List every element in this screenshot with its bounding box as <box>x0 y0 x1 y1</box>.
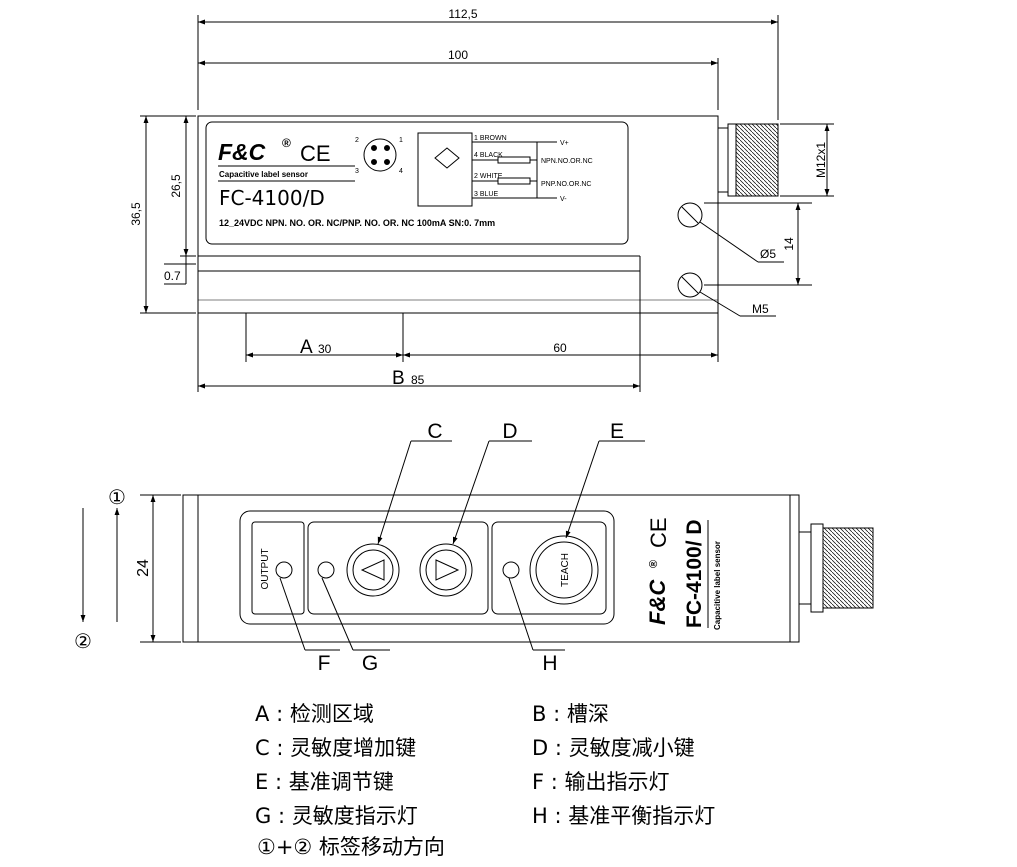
pin-number-3: 3 <box>355 168 359 175</box>
callout-e: E <box>610 420 624 443</box>
legend-item-c: C : 灵敏度增加键 <box>255 736 417 760</box>
front-model: FC-4100/ D <box>683 519 706 628</box>
dim-mount-thread: M5 <box>752 302 769 316</box>
callout-d: D <box>502 420 517 443</box>
output-led <box>275 561 293 579</box>
dim-hole-diameter: Ø5 <box>760 247 776 261</box>
output-pnp: PNP.NO.OR.NC <box>541 181 591 188</box>
legend-item-b: B : 槽深 <box>532 702 609 726</box>
left-arrow-icon <box>360 559 385 581</box>
mount-hole-upper <box>677 202 703 228</box>
pin-number-1: 1 <box>399 137 403 144</box>
balance-led <box>502 561 520 579</box>
wire-label-black: 4 BLACK <box>474 152 503 159</box>
front-view <box>80 440 874 651</box>
sensitivity-led <box>317 561 335 579</box>
callout-c: C <box>427 420 442 443</box>
label-model: FC-4100/D <box>219 186 325 210</box>
legend-item-f: F : 输出指示灯 <box>532 770 670 794</box>
front-body-outline <box>182 494 800 643</box>
dim-front-height: 24 <box>135 559 152 577</box>
output-npn: NPN.NO.OR.NC <box>541 158 593 165</box>
front-subtitle: Capacitive label sensor <box>713 541 722 630</box>
label-plate <box>205 121 629 245</box>
callout-h: H <box>542 652 557 675</box>
direction-note: ①+② 标签移动方向 <box>257 835 445 859</box>
pin-number-4: 4 <box>399 168 403 175</box>
top-view <box>140 15 834 392</box>
dim-a-value: 30 <box>318 342 332 356</box>
label-spec-line: 12_24VDC NPN. NO. OR. NC/PNP. NO. OR. NC… <box>219 218 495 228</box>
output-vplus: V+ <box>560 140 569 147</box>
dim-body-length: 100 <box>448 48 468 62</box>
dim-letter-b: B <box>392 368 405 389</box>
pin-diagram <box>363 138 397 172</box>
brand-logo: F&C <box>218 139 266 165</box>
front-ce-mark: CE <box>646 517 671 548</box>
teach-label: TEACH <box>560 553 571 587</box>
front-m12-connector <box>798 523 874 613</box>
legend-item-g: G : 灵敏度指示灯 <box>255 804 418 828</box>
wire-label-blue: 3 BLUE <box>474 191 498 198</box>
output-vminus: V- <box>560 196 567 203</box>
callout-g: G <box>362 652 378 675</box>
mount-hole-lower <box>677 272 703 298</box>
pin-number-2: 2 <box>355 137 359 144</box>
front-view-texts: 24 ① ② OUTPUT TEACH F&C ® CE FC-4100/ D … <box>74 420 722 675</box>
output-label: OUTPUT <box>260 548 271 589</box>
legend-item-e: E : 基准调节键 <box>255 770 394 794</box>
wire-label-brown: 1 BROWN <box>474 135 507 142</box>
direction-mark-1: ① <box>108 487 126 509</box>
front-reg-mark: ® <box>648 560 660 568</box>
sensitivity-down-button[interactable] <box>419 543 473 597</box>
front-brand-logo: F&C <box>645 579 670 625</box>
m12-connector <box>717 123 779 197</box>
sensitivity-up-button[interactable] <box>346 543 400 597</box>
legend-item-h: H : 基准平衡指示灯 <box>532 804 716 828</box>
direction-mark-2: ② <box>74 631 92 653</box>
dim-hole-pitch: 14 <box>782 237 796 251</box>
wiring-schematic <box>417 132 557 207</box>
dim-slot-gap: 0.7 <box>164 269 181 283</box>
label-subtitle: Capacitive label sensor <box>219 170 308 179</box>
callout-f: F <box>318 652 331 675</box>
button-panel <box>239 510 615 625</box>
legend-item-d: D : 灵敏度减小键 <box>532 736 695 760</box>
dim-connector: M12x1 <box>814 142 828 178</box>
right-arrow-icon <box>435 559 460 581</box>
legend-item-a: A : 检测区域 <box>255 702 374 726</box>
reg-mark: ® <box>282 136 291 150</box>
dim-upper-height: 26,5 <box>169 174 183 198</box>
dim-height: 36,5 <box>129 202 143 226</box>
ce-mark: CE <box>300 141 331 166</box>
dim-right-span: 60 <box>553 341 567 355</box>
dim-letter-a: A <box>300 337 313 358</box>
dim-total-length: 112,5 <box>448 7 477 21</box>
wire-label-white: 2 WHITE <box>474 173 503 180</box>
dim-b-value: 85 <box>411 373 425 387</box>
teach-button[interactable] <box>529 535 599 605</box>
top-view-texts: 112,5 100 36,5 26,5 0.7 M12x1 14 Ø5 M5 A… <box>129 7 828 389</box>
